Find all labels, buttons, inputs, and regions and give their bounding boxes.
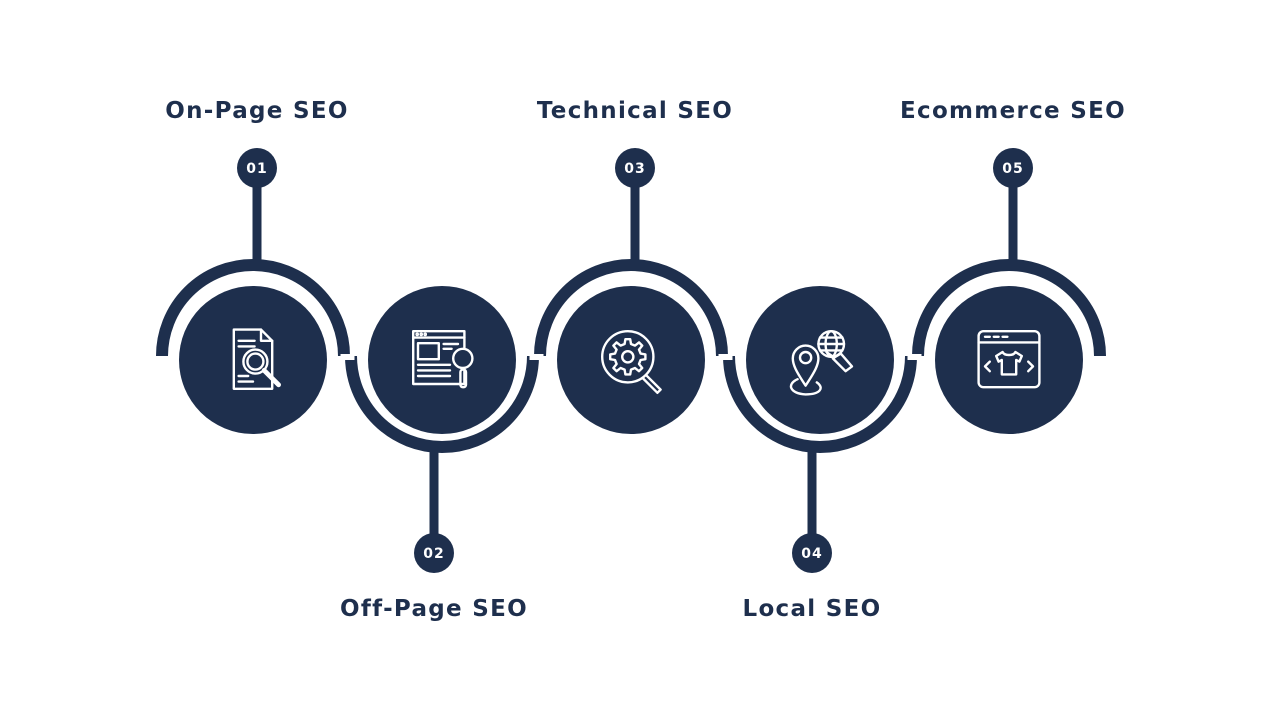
step-02-circle [368, 286, 516, 434]
step-05-number: 05 [1002, 161, 1023, 177]
arc-junction-gap [529, 354, 544, 360]
arc-junction-gap [340, 354, 355, 360]
step-01-circle [179, 286, 327, 434]
step-04-badge [792, 533, 832, 573]
step-04-title: Local SEO [742, 596, 882, 622]
step-03-title: Technical SEO [536, 98, 734, 124]
step-05-title: Ecommerce SEO [900, 98, 1126, 124]
step-05-circle [935, 286, 1083, 434]
step-04-arc [723, 355, 917, 453]
step-01-badge [237, 148, 277, 188]
step-01-title: On-Page SEO [165, 98, 349, 124]
step-05-badge [993, 148, 1033, 188]
step-04-circle [746, 286, 894, 434]
step-02-title: Off-Page SEO [340, 596, 528, 622]
step-02-number: 02 [423, 546, 444, 562]
step-02-badge [414, 533, 454, 573]
step-02-arc [345, 355, 539, 453]
step-03-number: 03 [624, 161, 645, 177]
arc-junction-gap [718, 354, 733, 360]
step-04-number: 04 [801, 546, 822, 562]
step-03-badge [615, 148, 655, 188]
step-01-number: 01 [246, 161, 267, 177]
arc-junction-gap [907, 354, 922, 360]
